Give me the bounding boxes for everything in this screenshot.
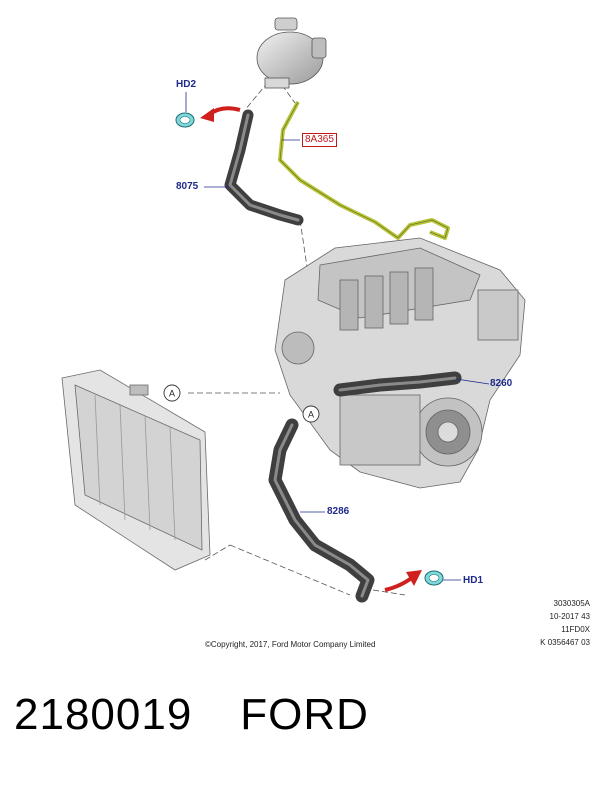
label-hd1: HD1 [463, 575, 484, 586]
radiator [61, 369, 211, 571]
ref-code: 10-2017 43 [549, 612, 590, 621]
parts-diagram: A A [61, 17, 526, 603]
clamp-hd1-icon [424, 570, 444, 586]
label-8260: 8260 [490, 378, 513, 389]
brand-name: FORD [240, 690, 369, 739]
coolant-reservoir [256, 17, 327, 89]
part-number: 2180019 [14, 690, 193, 739]
label-8075: 8075 [176, 181, 199, 192]
label-leaders [185, 92, 490, 581]
svg-text:A: A [308, 410, 314, 420]
callout-a-radiator: A [163, 384, 181, 402]
caption: 2180019 FORD [14, 690, 417, 740]
engine-block [274, 237, 526, 489]
copyright-notice: ©Copyright, 2017, Ford Motor Company Lim… [205, 640, 376, 649]
callout-a-engine: A [302, 405, 320, 423]
diagram-drawing: A A [61, 17, 526, 603]
svg-text:A: A [169, 389, 175, 399]
red-arrow-icon [384, 570, 422, 592]
label-8a365: 8A365 [302, 133, 337, 147]
label-hd2: HD2 [176, 79, 197, 90]
clamp-hd2-icon [175, 112, 195, 128]
ref-code: 11FD0X [561, 625, 590, 634]
vent-hose [278, 101, 450, 240]
ref-code: K 0356467 03 [540, 638, 590, 647]
label-8286: 8286 [327, 506, 350, 517]
red-arrow-icon [200, 106, 241, 122]
reference-codes: 3030305A 10-2017 43 11FD0X K 0356467 03 [540, 597, 590, 649]
ref-code: 3030305A [553, 599, 590, 608]
